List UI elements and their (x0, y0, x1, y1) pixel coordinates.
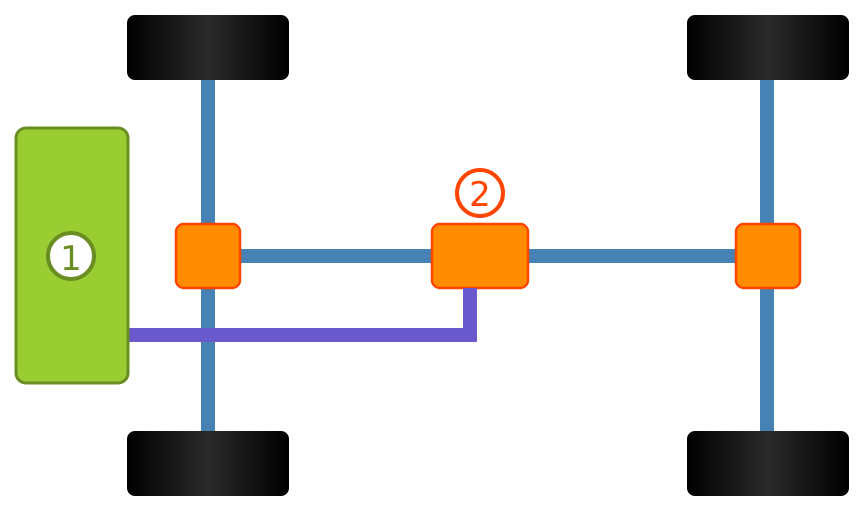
engine-label-circle (46, 231, 96, 281)
engine-label: 1 (60, 239, 82, 279)
wheel-rear-left (687, 15, 849, 80)
wheel-rear-right (687, 431, 849, 496)
front-differential (174, 222, 242, 290)
wheel-front-left (127, 15, 289, 80)
transfer-case-label: 2 (469, 175, 491, 215)
engine-drive-line (128, 288, 477, 342)
transfer-case-label-circle (455, 168, 505, 218)
transfer-case (430, 222, 530, 290)
wheel-front-right (127, 431, 289, 496)
rear-differential (734, 222, 802, 290)
